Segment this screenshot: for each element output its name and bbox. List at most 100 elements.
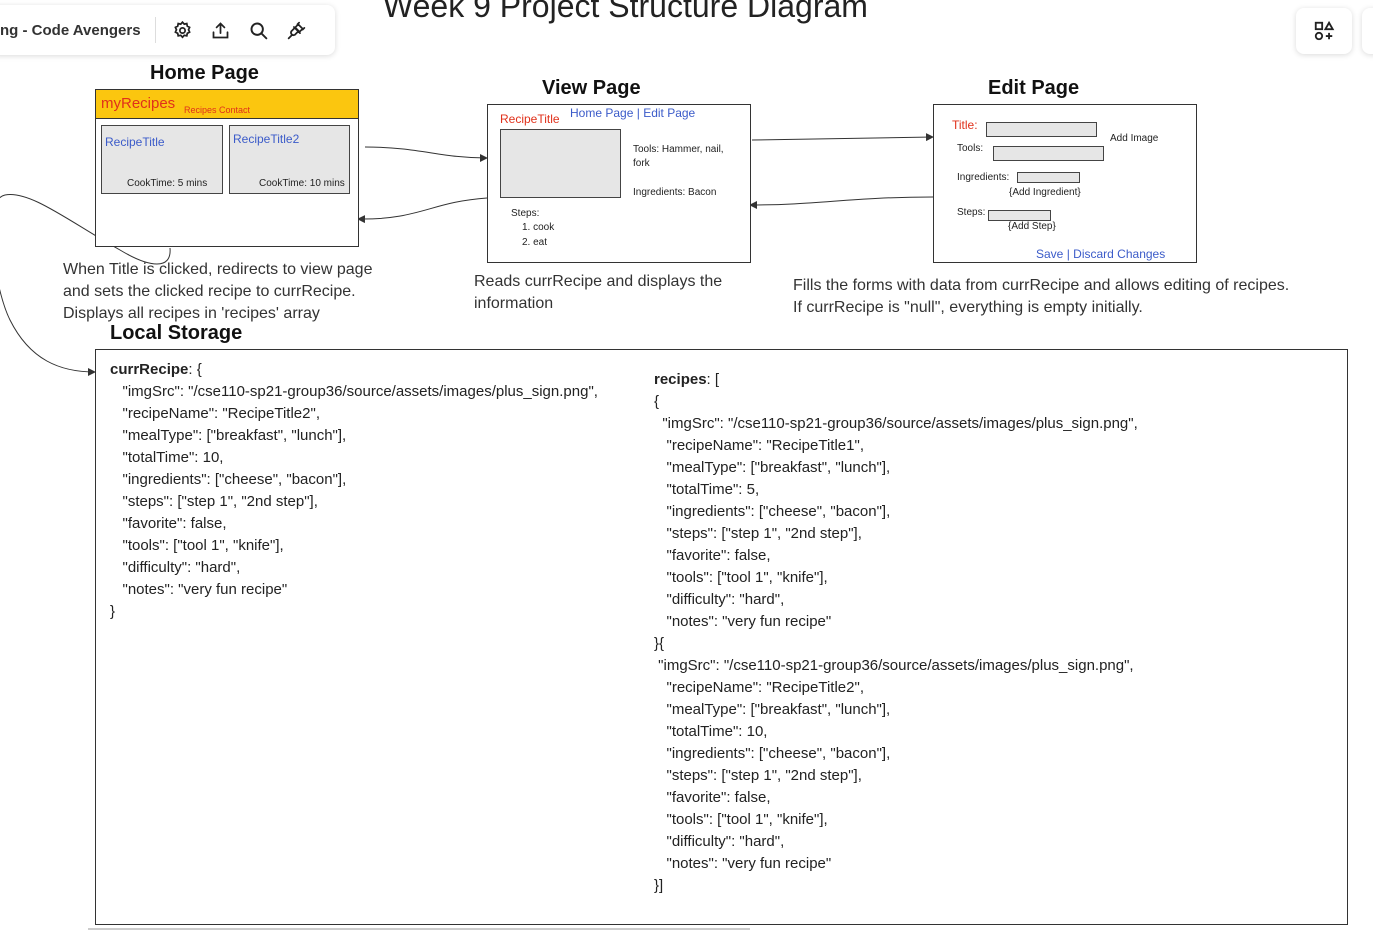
integrations-button[interactable] <box>283 16 311 44</box>
view-recipe-title: RecipeTitle <box>500 112 560 126</box>
export-button[interactable] <box>207 16 235 44</box>
desc-line: information <box>474 295 554 312</box>
desc-line: Displays all recipes in 'recipes' array <box>63 305 320 322</box>
code-line: "ingredients": ["cheese", "bacon"], <box>110 471 347 488</box>
local-storage-box <box>95 349 1348 925</box>
edit-ingredients-input[interactable] <box>1017 172 1080 183</box>
home-page-mockup[interactable]: myRecipes Recipes Contact RecipeTitle Co… <box>95 89 359 247</box>
code-line: "mealType": ["breakfast", "lunch"], <box>654 459 891 476</box>
edit-discard-link[interactable]: Discard Changes <box>1073 247 1166 261</box>
search-button[interactable] <box>245 16 273 44</box>
edit-title-input[interactable] <box>986 122 1097 137</box>
home-navbar: myRecipes Recipes Contact <box>96 90 358 119</box>
home-page-heading: Home Page <box>150 62 259 84</box>
view-nav-edit-link[interactable]: Edit Page <box>643 106 696 120</box>
diagram-title: Week 9 Project Structure Diagram <box>383 0 868 24</box>
gear-icon <box>174 20 191 39</box>
recipe-card-cooktime: CookTime: 10 mins <box>259 178 345 189</box>
edit-steps-label: Steps: <box>957 207 986 218</box>
code-line: "favorite": false, <box>654 789 771 806</box>
code-line: "steps": ["step 1", "2nd step"], <box>110 493 318 510</box>
code-line: "mealType": ["breakfast", "lunch"], <box>110 427 347 444</box>
home-brand: myRecipes <box>101 95 176 112</box>
recipes-array-block: recipes: [ { "imgSrc": "/cse110-sp21-gro… <box>654 369 1138 897</box>
code-line: "difficulty": "hard", <box>654 833 785 850</box>
code-line: "tools": ["tool 1", "knife"], <box>654 811 828 828</box>
curr-recipe-lines: "imgSrc": "/cse110-sp21-group36/source/a… <box>110 381 598 623</box>
view-steps-label: Steps: <box>511 208 540 219</box>
home-page-description: When Title is clicked, redirects to view… <box>63 259 393 325</box>
view-page-description: Reads currRecipe and displays the inform… <box>474 271 764 315</box>
edit-tools-input[interactable] <box>993 146 1104 161</box>
recipes-key: recipes <box>654 371 707 388</box>
board-name[interactable]: ng - Code Avengers <box>0 21 141 39</box>
view-step: 1. cook <box>522 222 555 233</box>
edit-add-step[interactable]: {Add Step} <box>1008 221 1056 232</box>
code-line: "favorite": false, <box>654 547 771 564</box>
edit-steps-input[interactable] <box>988 210 1051 221</box>
code-line: "steps": ["step 1", "2nd step"], <box>654 767 862 784</box>
code-line: "favorite": false, <box>110 515 227 532</box>
shapes-plus-icon <box>1314 20 1335 41</box>
board-toolbar: ng - Code Avengers <box>0 5 335 55</box>
edit-actions: Save | Discard Changes <box>1036 247 1165 261</box>
edit-page-mockup[interactable]: Title: Add Image Tools: Ingredients: {Ad… <box>933 104 1197 263</box>
arrow-view-to-home <box>357 197 488 224</box>
plug-icon <box>287 21 306 39</box>
recipe-card-title[interactable]: RecipeTitle2 <box>233 132 300 146</box>
view-tools-line: Tools: Hammer, nail, <box>633 144 724 155</box>
view-ingredients: Ingredients: Bacon <box>633 187 717 198</box>
arrow-view-to-edit <box>751 133 934 142</box>
arrow-edit-to-view <box>749 196 934 209</box>
recipe-card[interactable]: RecipeTitle2 CookTime: 10 mins <box>229 125 350 194</box>
code-line: }{ <box>654 635 665 652</box>
view-image-placeholder <box>500 129 621 198</box>
code-line: "recipeName": "RecipeTitle2", <box>110 405 321 422</box>
desc-line: and sets the clicked recipe to currRecip… <box>63 283 356 300</box>
code-line: "difficulty": "hard", <box>110 559 241 576</box>
code-line: "ingredients": ["cheese", "bacon"], <box>654 745 891 762</box>
view-page-heading: View Page <box>542 77 641 99</box>
code-line: "tools": ["tool 1", "knife"], <box>654 569 828 586</box>
code-line: "totalTime": 5, <box>654 481 760 498</box>
view-page-mockup[interactable]: RecipeTitle Home Page | Edit Page Tools:… <box>487 104 751 263</box>
recipe-card[interactable]: RecipeTitle CookTime: 5 mins <box>101 125 223 194</box>
desc-line: Fills the forms with data from currRecip… <box>793 277 1290 294</box>
edit-actions-separator: | <box>1066 247 1070 261</box>
code-line: "imgSrc": "/cse110-sp21-group36/source/a… <box>654 415 1138 432</box>
code-line: "recipeName": "RecipeTitle1", <box>654 437 865 454</box>
search-icon <box>250 22 268 39</box>
edit-save-link[interactable]: Save <box>1036 247 1064 261</box>
curr-recipe-open: : { <box>188 361 202 378</box>
code-line: "notes": "very fun recipe" <box>654 613 832 630</box>
code-line: { <box>654 393 660 410</box>
view-nav-home-link[interactable]: Home Page <box>570 106 634 120</box>
edit-add-ingredient[interactable]: {Add Ingredient} <box>1009 187 1081 198</box>
edit-add-image[interactable]: Add Image <box>1110 133 1159 144</box>
recipe-card-title[interactable]: RecipeTitle <box>105 135 165 149</box>
arrow-title-to-storage <box>0 193 171 376</box>
toolbar-divider <box>154 17 156 43</box>
edit-page-heading: Edit Page <box>988 77 1080 99</box>
curr-recipe-header: currRecipe: { <box>110 359 598 381</box>
local-storage-heading: Local Storage <box>110 322 243 344</box>
edit-ingredients-label: Ingredients: <box>957 172 1010 183</box>
settings-button[interactable] <box>169 16 197 44</box>
upload-icon <box>212 21 229 38</box>
curr-recipe-block: currRecipe: { "imgSrc": "/cse110-sp21-gr… <box>110 359 598 623</box>
side-panel-button[interactable] <box>1362 8 1373 54</box>
code-line: "notes": "very fun recipe" <box>654 855 832 872</box>
code-line: "totalTime": 10, <box>110 449 224 466</box>
recipes-lines: { "imgSrc": "/cse110-sp21-group36/source… <box>654 391 1138 897</box>
desc-line: When Title is clicked, redirects to view… <box>63 261 373 278</box>
code-line: "notes": "very fun recipe" <box>110 581 288 598</box>
view-step: 2. eat <box>522 237 548 248</box>
code-line: "difficulty": "hard", <box>654 591 785 608</box>
edit-title-label: Title: <box>952 118 978 132</box>
add-shapes-button[interactable] <box>1296 8 1352 54</box>
recipes-header: recipes: [ <box>654 369 1138 391</box>
edit-page-description: Fills the forms with data from currRecip… <box>793 275 1353 319</box>
view-tools-line: fork <box>633 158 650 169</box>
code-line: "imgSrc": "/cse110-sp21-group36/source/a… <box>654 657 1134 674</box>
